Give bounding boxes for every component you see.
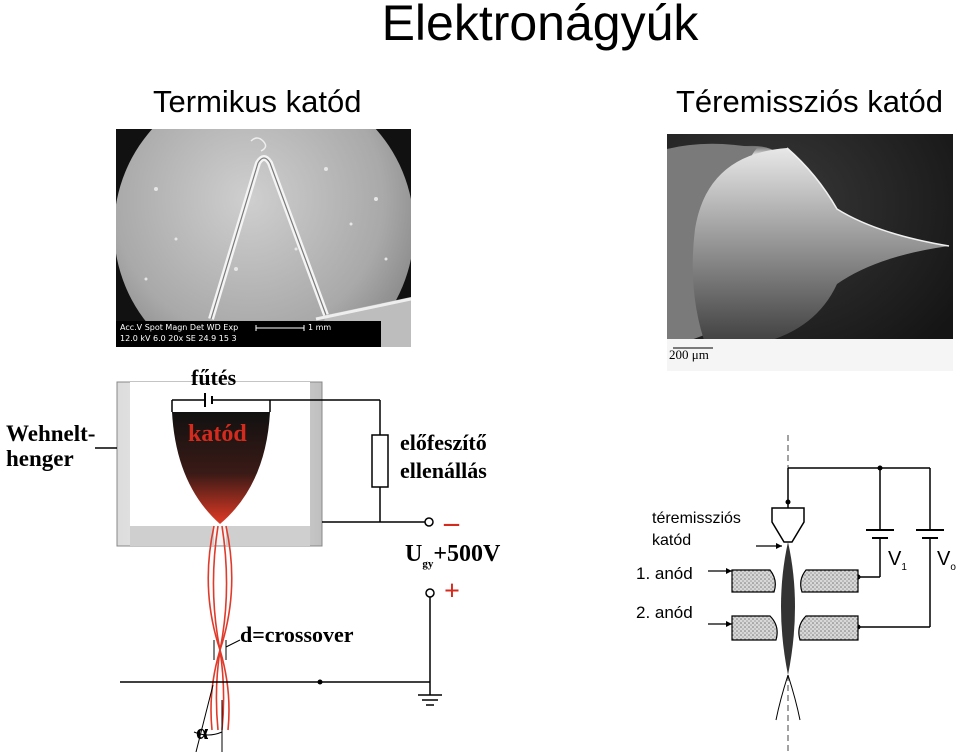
anode-1-label: 1. anód: [636, 564, 693, 583]
thermal-cathode-heading: Termikus katód: [153, 84, 362, 119]
sem-scale-bar: [255, 325, 305, 331]
v0-label: Vo: [937, 548, 956, 573]
fe-cathode-line-2: katód: [652, 532, 692, 549]
voltage-symbol: U: [405, 541, 423, 567]
anode-2-label: 2. anód: [636, 603, 693, 622]
v1-symbol: V: [888, 548, 902, 570]
bias-label-line-1: előfeszítő: [400, 430, 487, 455]
field-emission-tip-sem-image: [667, 134, 953, 371]
v0-subscript: o: [950, 562, 956, 573]
plus-terminal: +: [444, 576, 460, 607]
v0-symbol: V: [937, 548, 951, 570]
wehnelt-label-line-2: henger: [6, 446, 74, 471]
alpha-label: α: [196, 719, 209, 744]
fe-cathode-line-1: téremissziós: [652, 510, 741, 527]
field-emission-cathode-heading: Téremissziós katód: [676, 84, 944, 119]
wehnelt-cylinder-label: Wehnelt- henger: [6, 421, 95, 471]
field-emission-gun-diagram: [708, 435, 944, 752]
sem-scale-label-right: 200 μm: [669, 347, 709, 362]
page-title: Elektronágyúk: [381, 0, 699, 51]
wehnelt-label-line-1: Wehnelt-: [6, 421, 96, 446]
v1-label: V1: [888, 548, 907, 573]
sem-info-row-2: 12.0 kV 6.0 20x SE 24.9 15 3: [120, 334, 237, 343]
field-emission-cathode-label: téremissziós katód: [652, 508, 741, 552]
heating-label: fűtés: [191, 365, 237, 390]
bias-label-line-2: ellenállás: [400, 458, 487, 483]
voltage-value: +500V: [433, 541, 501, 567]
thermal-gun-diagram: [95, 381, 442, 752]
v1-subscript: 1: [901, 562, 907, 573]
cathode-label: katód: [188, 421, 247, 447]
bias-resistor-label: előfeszítő ellenállás: [400, 429, 487, 485]
voltage-subscript: gy: [422, 557, 434, 570]
sem-scale-label: 1 mm: [308, 323, 332, 332]
thermal-cathode-sem-image: [116, 129, 411, 347]
sem-info-row-1: Acc.V Spot Magn Det WD Exp: [120, 323, 239, 332]
crossover-label: d=crossover: [240, 622, 354, 647]
minus-terminal: –: [444, 506, 459, 539]
voltage-label: Ugy+500V: [405, 541, 500, 570]
